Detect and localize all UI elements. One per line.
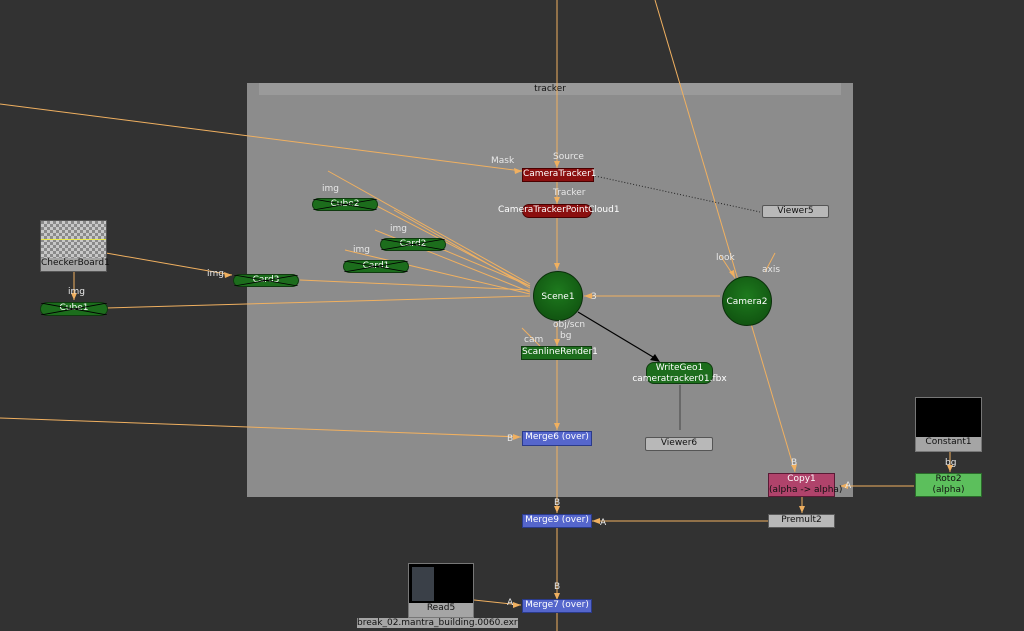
input-label-bg: bg bbox=[945, 458, 957, 468]
input-label-cam: cam bbox=[524, 335, 544, 345]
input-label-a: A bbox=[600, 518, 607, 528]
input-label-axis: axis bbox=[762, 265, 781, 275]
merge6-node[interactable]: Merge6 (over) bbox=[522, 431, 592, 446]
merge7-node[interactable]: Merge7 (over) bbox=[522, 599, 592, 613]
input-label-source: Source bbox=[553, 152, 584, 162]
node-label: Card2 bbox=[399, 239, 427, 249]
input-label-mask: Mask bbox=[491, 156, 515, 166]
node-label: Card3 bbox=[252, 275, 280, 285]
input-label-img: img bbox=[68, 287, 85, 297]
node-label: ScanlineRender1 bbox=[522, 347, 598, 357]
copy-node[interactable]: Copy1 (alpha -> alpha) bbox=[768, 473, 843, 497]
node-label: Card1 bbox=[362, 261, 390, 271]
scanline-render-node[interactable]: ScanlineRender1 bbox=[521, 346, 598, 360]
input-label-img: img bbox=[207, 269, 224, 279]
input-label-a: A bbox=[845, 481, 852, 491]
scene-node[interactable]: Scene1 bbox=[533, 271, 583, 321]
node-label: Merge7 (over) bbox=[525, 600, 589, 610]
node-label: WriteGeo1 bbox=[655, 363, 704, 373]
node-label: Scene1 bbox=[541, 292, 575, 302]
output-label-obj-scn: obj/scn bbox=[553, 320, 586, 330]
cube1-node[interactable]: Cube1 bbox=[40, 302, 108, 316]
node-label: CameraTrackerPointCloud1 bbox=[498, 205, 620, 215]
node-label: CheckerBoard1 bbox=[41, 258, 110, 271]
card2-node[interactable]: Card2 bbox=[380, 238, 446, 251]
input-label-3: 3 bbox=[591, 292, 597, 302]
node-label: Constant1 bbox=[916, 437, 981, 451]
node-label: CameraTracker1 bbox=[523, 169, 597, 179]
input-label-b: B bbox=[791, 458, 798, 468]
input-label-bg: bg bbox=[560, 331, 572, 341]
node-sublabel: (alpha) bbox=[932, 485, 965, 495]
input-label-b: B bbox=[554, 582, 561, 592]
roto-node[interactable]: Roto2 (alpha) bbox=[915, 473, 982, 497]
backdrop-title: tracker bbox=[259, 83, 841, 95]
node-label: Viewer6 bbox=[660, 438, 698, 448]
writegeo-node[interactable]: WriteGeo1 cameratracker01.fbx bbox=[632, 362, 727, 384]
camera-tracker-node[interactable]: CameraTracker1 bbox=[522, 168, 597, 182]
node-label: Premult2 bbox=[781, 515, 822, 525]
node-label: Cube1 bbox=[59, 303, 89, 313]
input-label-look: look bbox=[716, 253, 735, 263]
input-label-b: B bbox=[507, 434, 514, 444]
input-label-a: A bbox=[507, 598, 514, 608]
premult-node[interactable]: Premult2 bbox=[768, 514, 835, 528]
node-label: Cube2 bbox=[330, 199, 360, 209]
camera2-node[interactable]: Camera2 bbox=[722, 276, 772, 326]
node-label: Merge6 (over) bbox=[525, 432, 589, 442]
card1-node[interactable]: Card1 bbox=[343, 260, 409, 273]
node-label: Viewer5 bbox=[777, 206, 814, 216]
input-label-b: B bbox=[554, 498, 561, 508]
node-label: Copy1 bbox=[787, 474, 816, 484]
node-sublabel: cameratracker01.fbx bbox=[632, 374, 727, 384]
read-node[interactable]: Read5 bbox=[408, 563, 474, 618]
input-label-tracker: Tracker bbox=[553, 188, 586, 198]
input-label-img: img bbox=[390, 224, 407, 234]
node-label: Camera2 bbox=[726, 297, 768, 307]
node-sublabel: (alpha -> alpha) bbox=[769, 485, 843, 495]
viewer5-node[interactable]: Viewer5 bbox=[762, 205, 829, 218]
card3-node[interactable]: Card3 bbox=[233, 274, 299, 287]
point-cloud-node[interactable]: CameraTrackerPointCloud1 bbox=[498, 204, 620, 218]
input-label-img: img bbox=[322, 184, 339, 194]
cube2-node[interactable]: Cube2 bbox=[312, 198, 378, 211]
node-label: Roto2 bbox=[935, 474, 962, 484]
constant-node[interactable]: Constant1 bbox=[915, 397, 982, 452]
read-filename: break_02.mantra_building.0060.exr bbox=[357, 618, 518, 628]
checkerboard-node[interactable]: CheckerBoard1 bbox=[40, 220, 110, 272]
node-label: Merge9 (over) bbox=[525, 515, 589, 525]
input-label-img: img bbox=[353, 245, 370, 255]
viewer6-node[interactable]: Viewer6 bbox=[645, 437, 713, 451]
node-label: Read5 bbox=[409, 603, 473, 617]
merge9-node[interactable]: Merge9 (over) bbox=[522, 514, 592, 528]
